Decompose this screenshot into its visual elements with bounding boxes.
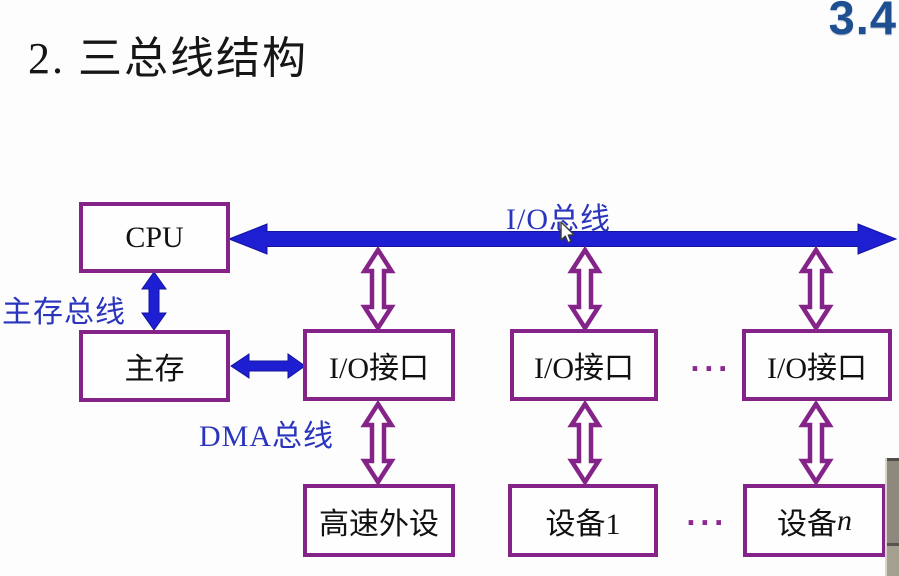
device-n-label-suffix: n — [837, 503, 852, 537]
hollow-arrow-bus-io1 — [360, 245, 396, 333]
memory-bus-label: 主存总线 — [2, 296, 126, 329]
slide-title: 2. 三总线结构 — [28, 34, 308, 83]
io-interface-2-box: I/O接口 — [510, 329, 658, 401]
hollow-arrow-io1-device — [360, 399, 396, 487]
hollow-arrow-bus-io3 — [798, 245, 834, 333]
dma-bus-label: DMA总线 — [199, 420, 335, 453]
memory-bus-arrow — [141, 271, 167, 331]
device-1-label: 设备1 — [545, 507, 621, 541]
io-interface-2-label: I/O接口 — [534, 352, 634, 385]
main-memory-box: 主存 — [79, 330, 230, 402]
high-speed-peripheral-label: 高速外设 — [319, 507, 439, 541]
io-interface-1-box: I/O接口 — [303, 329, 455, 401]
hollow-arrow-bus-io2 — [567, 245, 603, 333]
ellipsis-devices: ... — [686, 502, 728, 532]
section-number: 3.4 — [828, 0, 897, 44]
overlay-strip-top-edge — [887, 458, 899, 461]
dma-bus-arrow — [230, 353, 306, 379]
io-interface-1-label: I/O接口 — [329, 352, 429, 385]
high-speed-peripheral-box: 高速外设 — [303, 484, 455, 557]
device-1-box: 设备1 — [508, 484, 658, 557]
overlay-strip-lower-section — [887, 546, 899, 576]
main-memory-box-label: 主存 — [124, 353, 185, 386]
right-edge-overlay-strip — [885, 458, 899, 576]
overlay-strip-divider-line — [887, 543, 899, 546]
io-bus-label: I/O总线 — [506, 203, 611, 236]
io-interface-3-label: I/O接口 — [767, 352, 867, 385]
io-interface-3-box: I/O接口 — [742, 329, 892, 401]
cpu-box: CPU — [79, 202, 230, 273]
ellipsis-io-interfaces: ... — [690, 348, 732, 378]
hollow-arrow-io3-device — [798, 399, 834, 487]
mouse-cursor-icon — [560, 221, 575, 244]
cpu-box-label: CPU — [125, 220, 184, 254]
device-n-label-prefix: 设备 — [777, 507, 837, 541]
hollow-arrow-io2-device — [567, 399, 603, 487]
